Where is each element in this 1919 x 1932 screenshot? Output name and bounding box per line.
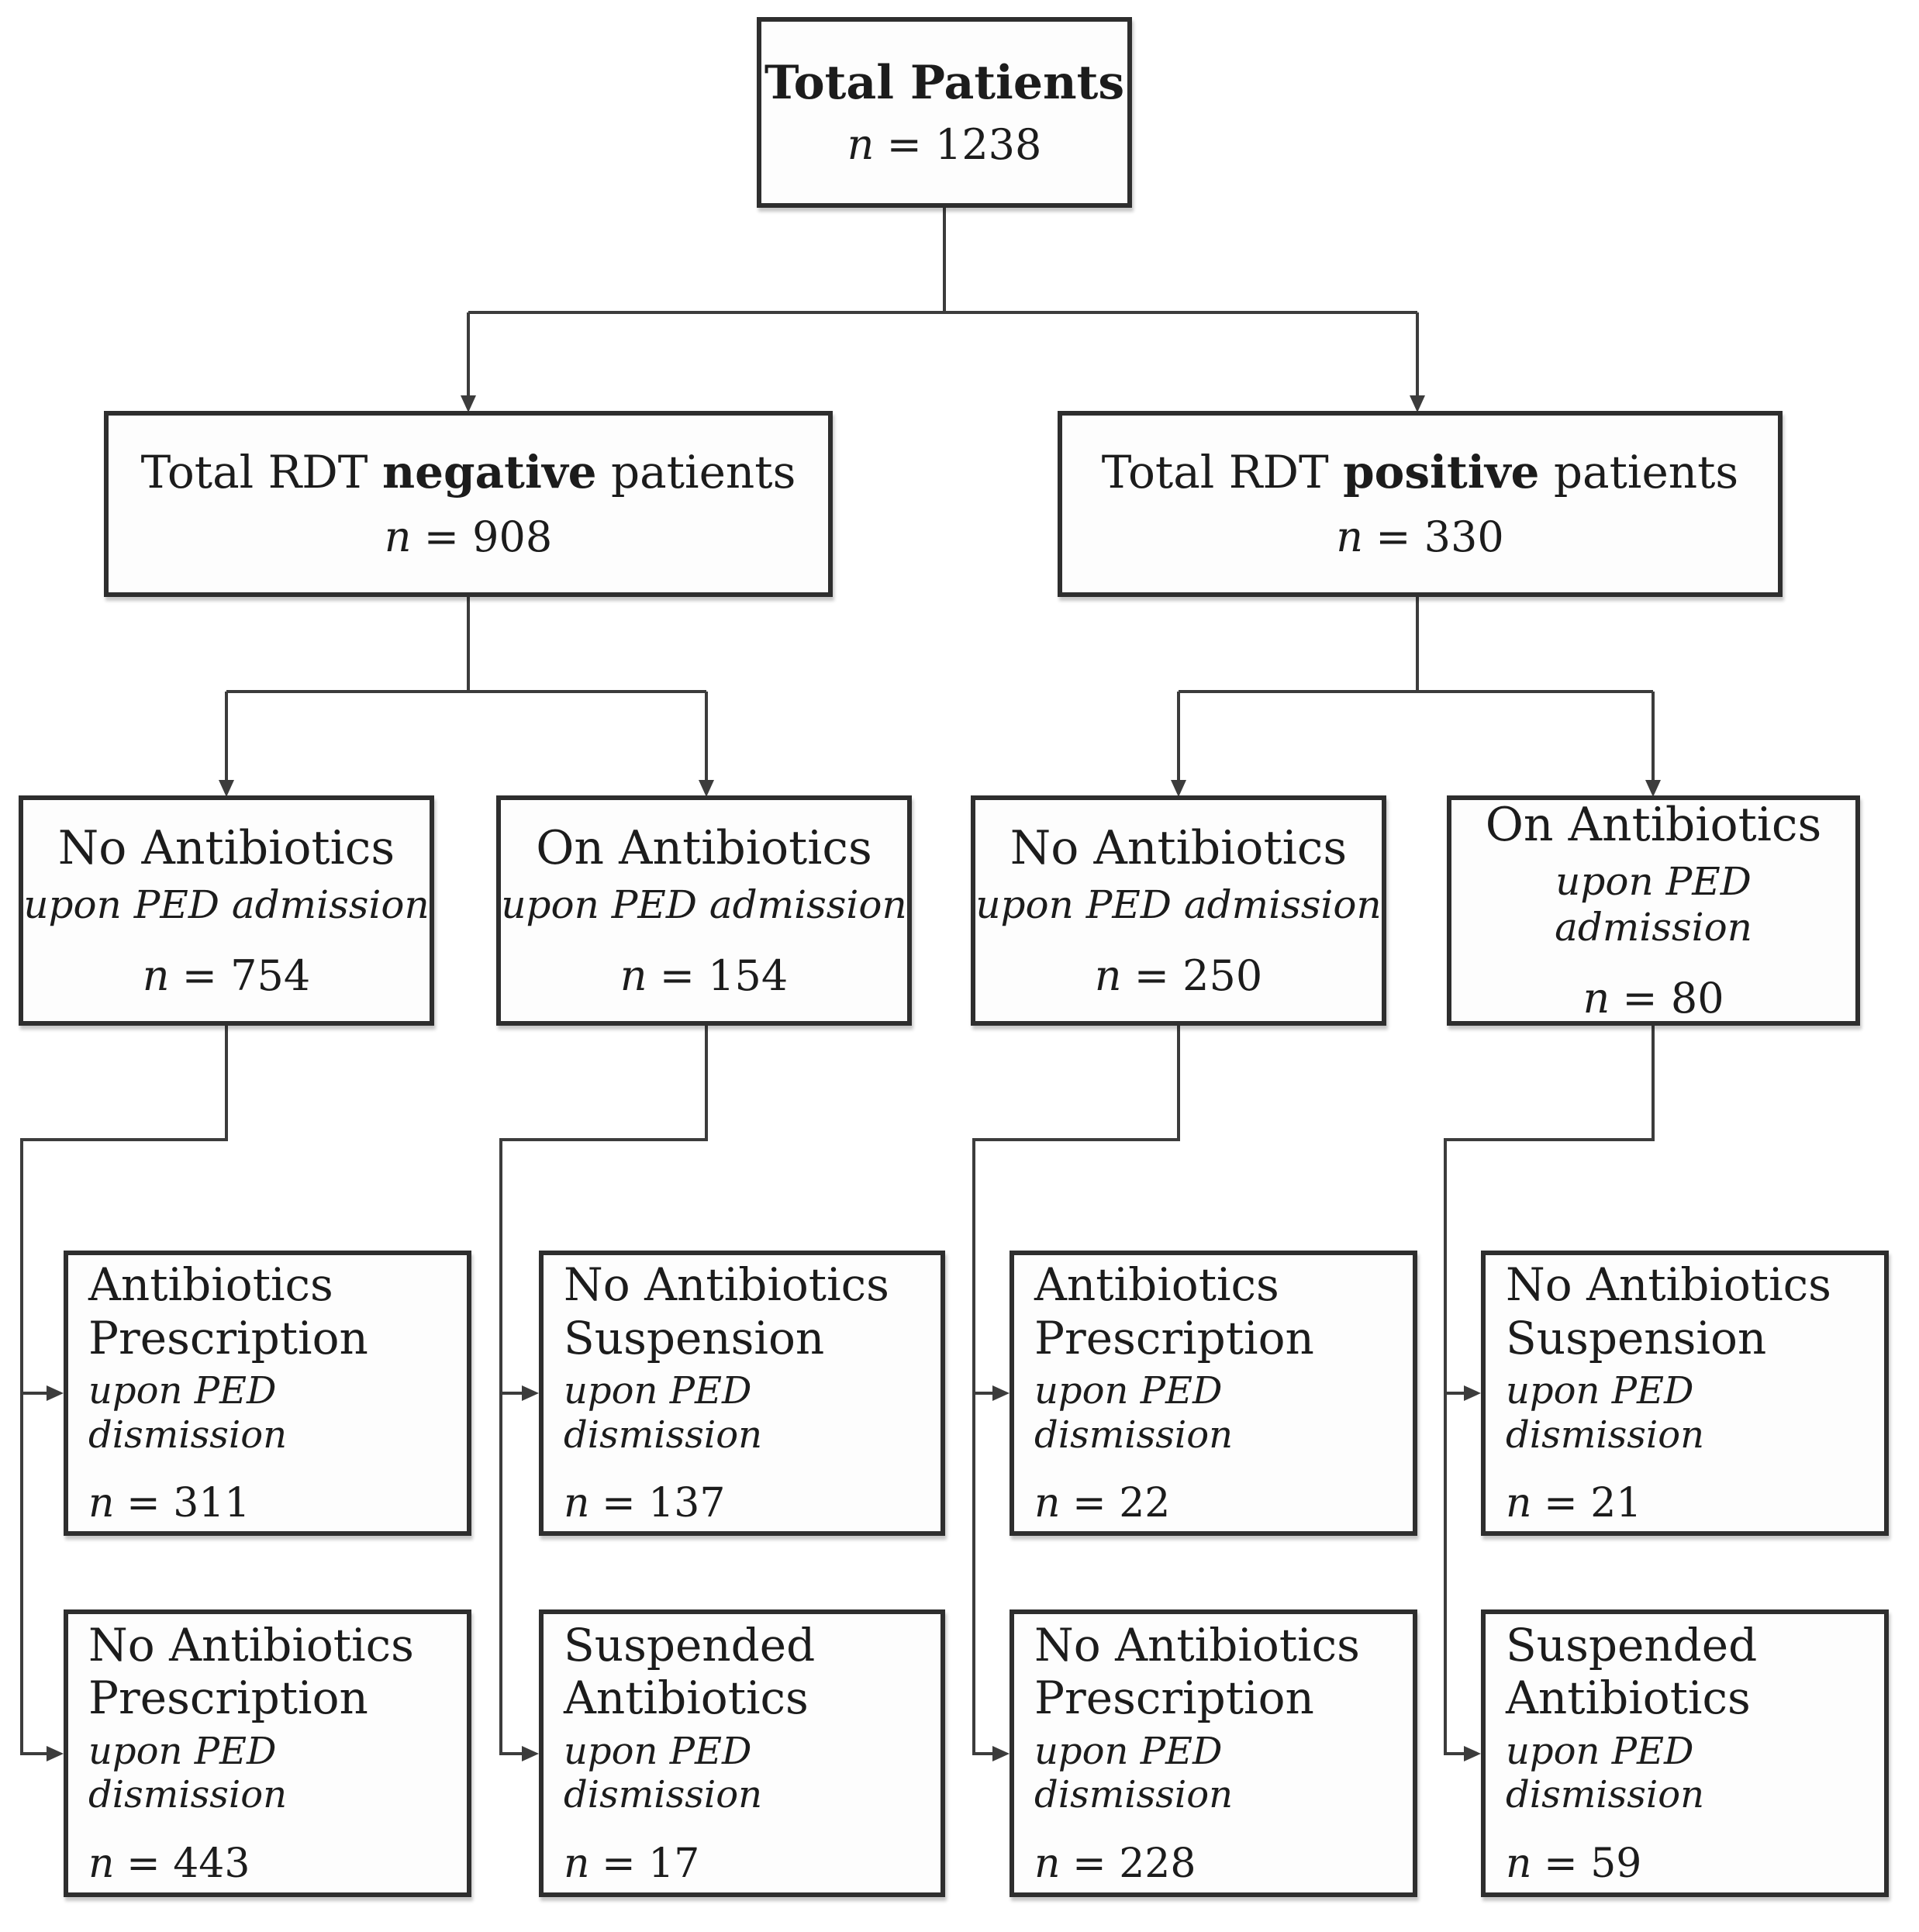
node-subtitle: upon PED dismission <box>1506 1729 1705 1817</box>
arrow-right-icon <box>1464 1385 1481 1401</box>
node-pos-no-antibiotics-admission: No Antibiotics upon PED admission n= 250 <box>971 795 1386 1026</box>
node-title: No Antibiotics Suspension <box>1506 1258 1831 1364</box>
arrow-right-icon <box>522 1746 539 1761</box>
node-subtitle: upon PED dismission <box>88 1369 288 1457</box>
node-title: Total RDT negative patients <box>140 445 796 499</box>
node-title: No Antibiotics Prescription <box>1034 1618 1360 1725</box>
node-count: n= 17 <box>564 1840 700 1887</box>
node-subtitle: upon PED dismission <box>1506 1369 1705 1457</box>
node-title: Antibiotics Prescription <box>1034 1258 1314 1364</box>
arrow-right-icon <box>47 1385 64 1401</box>
node-count: n= 59 <box>1506 1840 1642 1887</box>
node-neg-on-antibiotics-admission: On Antibiotics upon PED admission n= 154 <box>496 795 912 1026</box>
node-subtitle: upon PED dismission <box>564 1369 763 1457</box>
arrowheads <box>47 395 1661 1761</box>
node-count: n= 80 <box>1582 974 1724 1023</box>
arrow-down-icon <box>461 395 476 412</box>
node-count: n= 137 <box>564 1480 726 1527</box>
node-title: Antibiotics Prescription <box>88 1258 368 1364</box>
node-title: On Antibiotics <box>536 820 872 875</box>
node-pos-on-antibiotics-admission: On Antibiotics upon PED admission n= 80 <box>1447 795 1860 1026</box>
node-neg-suspended-antibiotics: Suspended Antibiotics upon PED dismissio… <box>539 1609 945 1897</box>
node-title: No Antibiotics <box>1010 820 1348 875</box>
node-neg-no-antibiotics-suspension: No Antibiotics Suspension upon PED dismi… <box>539 1251 945 1536</box>
node-pos-antibiotics-prescription: Antibiotics Prescription upon PED dismis… <box>1010 1251 1417 1536</box>
node-subtitle: upon PED dismission <box>564 1729 763 1817</box>
node-title: No Antibiotics <box>57 820 395 875</box>
node-count: n= 908 <box>384 512 553 562</box>
rail-col4 <box>1444 1026 1655 1755</box>
arrow-down-icon <box>1645 780 1661 797</box>
node-count: n= 1238 <box>847 119 1042 169</box>
node-title: On Antibiotics <box>1485 798 1822 853</box>
node-title: Suspended Antibiotics <box>564 1618 816 1725</box>
rail-col1 <box>20 1026 228 1755</box>
arrow-down-icon <box>1410 395 1425 412</box>
node-neg-no-antibiotics-admission: No Antibiotics upon PED admission n= 754 <box>19 795 434 1026</box>
node-neg-no-antibiotics-prescription: No Antibiotics Prescription upon PED dis… <box>64 1609 471 1897</box>
node-pos-no-antibiotics-prescription: No Antibiotics Prescription upon PED dis… <box>1010 1609 1417 1897</box>
arrow-right-icon <box>992 1385 1010 1401</box>
node-total-patients: Total Patients n= 1238 <box>757 17 1132 208</box>
node-count: n= 22 <box>1034 1480 1171 1527</box>
node-count: n= 228 <box>1034 1840 1196 1887</box>
node-neg-antibiotics-prescription: Antibiotics Prescription upon PED dismis… <box>64 1251 471 1536</box>
arrow-down-icon <box>1171 780 1186 797</box>
node-subtitle: upon PED admission <box>23 881 430 927</box>
node-title: No Antibiotics Prescription <box>88 1618 414 1725</box>
arrow-right-icon <box>522 1385 539 1401</box>
node-subtitle: upon PED dismission <box>1034 1369 1234 1457</box>
node-subtitle: upon PED dismission <box>88 1729 288 1817</box>
node-title: Total Patients <box>764 55 1125 110</box>
arrow-right-icon <box>47 1746 64 1761</box>
arrow-right-icon <box>992 1746 1010 1761</box>
node-pos-suspended-antibiotics: Suspended Antibiotics upon PED dismissio… <box>1481 1609 1889 1897</box>
node-count: n= 754 <box>142 950 311 1000</box>
connector-paths <box>20 208 1655 1755</box>
node-count: n= 21 <box>1506 1480 1642 1527</box>
node-subtitle: upon PED admission <box>975 881 1382 927</box>
node-subtitle: upon PED admission <box>501 881 907 927</box>
arrow-right-icon <box>1464 1746 1481 1761</box>
rail-col2 <box>499 1026 708 1755</box>
arrow-down-icon <box>219 780 234 797</box>
rail-col3 <box>972 1026 1180 1755</box>
node-subtitle: upon PED dismission <box>1034 1729 1234 1817</box>
node-subtitle: upon PED admission <box>1555 859 1752 950</box>
node-rdt-positive: Total RDT positive patients n= 330 <box>1058 411 1783 597</box>
node-title: Total RDT positive patients <box>1101 445 1739 499</box>
node-count: n= 154 <box>620 950 789 1000</box>
node-rdt-negative: Total RDT negative patients n= 908 <box>104 411 833 597</box>
arrow-down-icon <box>699 780 714 797</box>
node-count: n= 443 <box>88 1840 250 1887</box>
node-count: n= 311 <box>88 1480 250 1527</box>
node-count: n= 250 <box>1094 950 1263 1000</box>
node-title: No Antibiotics Suspension <box>564 1258 889 1364</box>
node-title: Suspended Antibiotics <box>1506 1618 1758 1725</box>
node-pos-no-antibiotics-suspension: No Antibiotics Suspension upon PED dismi… <box>1481 1251 1889 1536</box>
node-count: n= 330 <box>1336 512 1504 562</box>
